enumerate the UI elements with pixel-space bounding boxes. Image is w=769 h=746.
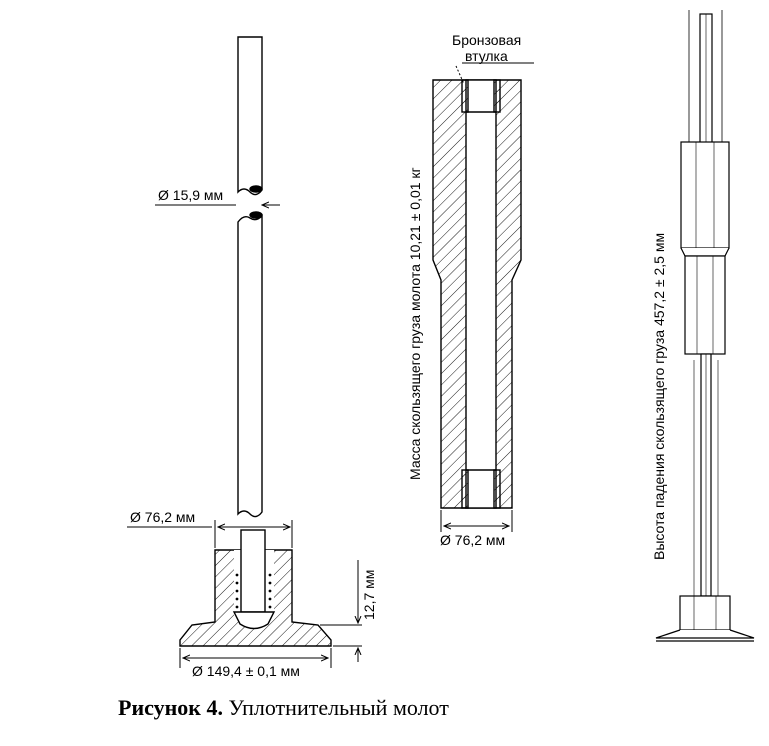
weight-diameter-dimension [440, 510, 513, 532]
guide-rod [237, 36, 263, 518]
hammer-base [179, 529, 332, 647]
weight-mass-label: Масса скользящего груза молота 10,21 ± 0… [407, 167, 423, 480]
assembled-hammer [655, 10, 755, 642]
figure-number: Рисунок 4. [118, 695, 223, 720]
rod-diameter-label: Ø 15,9 мм [158, 187, 223, 203]
bushing-label-line2: втулка [465, 48, 508, 64]
collar-height-label: 12,7 мм [361, 570, 377, 620]
base-dimensions [127, 520, 362, 668]
figure-caption: Рисунок 4. Уплотнительный молот [118, 695, 449, 721]
base-diameter-label: Ø 149,4 ± 0,1 мм [192, 663, 300, 679]
sliding-weight [432, 79, 522, 509]
bushing-label-line1: Бронзовая [452, 32, 521, 48]
guide-diameter-label: Ø 76,2 мм [130, 509, 195, 525]
bushing-leader [455, 62, 534, 85]
figure-title: Уплотнительный молот [228, 695, 449, 720]
weight-diameter-label: Ø 76,2 мм [440, 532, 505, 548]
drop-height-label: Высота падения скользящего груза 457,2 ±… [651, 233, 667, 560]
